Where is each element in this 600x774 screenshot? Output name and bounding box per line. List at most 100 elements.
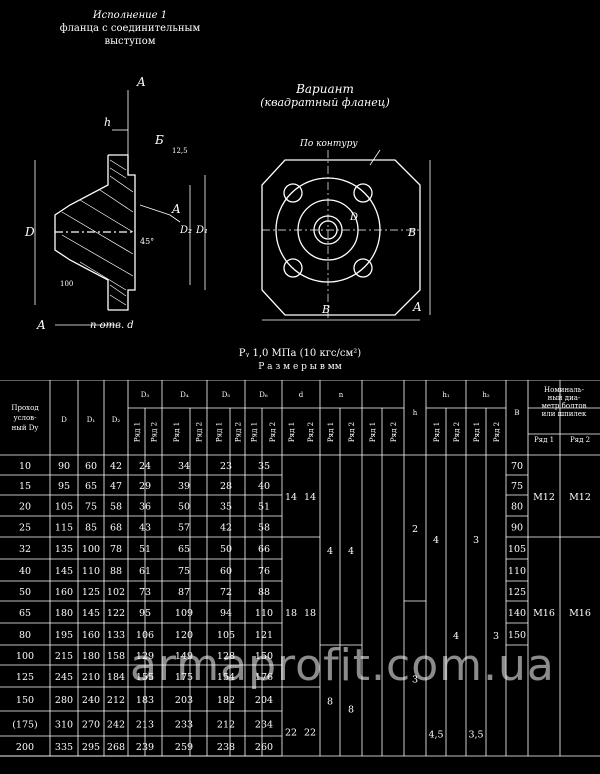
flange-section-outline (108, 154, 136, 311)
label-D2: D₂ (180, 225, 193, 236)
table-row-cell: 94 (220, 608, 232, 619)
header-row-label: Ряд 1 (173, 422, 181, 442)
caption-line1: Исполнение 1 (92, 10, 168, 21)
table-row-cell: 29 (139, 481, 151, 492)
table-row-cell: 58 (258, 523, 270, 534)
table-row-cell: 213 (136, 720, 154, 731)
table-row-cell: 95 (58, 481, 70, 492)
header-B: B (514, 409, 519, 417)
table-row-cell: 150 (255, 651, 273, 662)
h-merged: 3 (412, 675, 418, 686)
table-row-cell: 160 (55, 587, 73, 598)
table-row-cell: 58 (110, 502, 122, 513)
table-row-cell: 32 (19, 544, 31, 555)
table-row-cell: 212 (217, 720, 235, 731)
header-row-label: Ряд 2 (196, 422, 204, 442)
header-row-label: Ряд 2 (390, 422, 398, 442)
B-value: 105 (508, 544, 526, 555)
header-row-label: Ряд 2 (151, 422, 159, 442)
table-row-cell: 238 (217, 742, 235, 753)
table-row-cell: 51 (258, 502, 270, 513)
table-row-cell: 73 (139, 587, 151, 598)
label-100: 100 (60, 280, 74, 288)
table-row-cell: 155 (136, 672, 154, 683)
h2-merged: 3 (473, 535, 479, 546)
table-row-cell: 133 (107, 630, 125, 641)
header-row-label: Ряд 1 (134, 422, 142, 442)
header-row-label: Ряд 1 (369, 422, 377, 442)
h-merged: 2 (412, 524, 418, 535)
table-row-cell: 203 (175, 695, 193, 706)
table-row-cell: 184 (107, 672, 125, 683)
label-A-top: A (137, 75, 146, 89)
B-value: 90 (511, 523, 523, 534)
header-dy: услов- (13, 414, 37, 422)
header-row-label: Ряд 2 (453, 422, 461, 442)
table-row-cell: 68 (110, 523, 122, 534)
table-row-cell: 150 (16, 695, 34, 706)
table-row-cell: 80 (19, 630, 31, 641)
table-row-cell: 110 (82, 566, 100, 577)
table-row-cell: 40 (258, 481, 270, 492)
header-row-label: Ряд 2 (493, 422, 501, 442)
header-d: d (299, 391, 304, 399)
table-row-cell: 145 (82, 608, 100, 619)
table-row-cell: 78 (110, 544, 122, 555)
table-row-cell: 270 (82, 720, 100, 731)
table-row-cell: 180 (82, 651, 100, 662)
n-merged: 8 (327, 697, 333, 708)
table-row-cell: 23 (220, 461, 232, 472)
bolt-merged: M16 (569, 608, 591, 619)
header-row-label: Ряд 1 (251, 422, 259, 442)
B-value: 70 (511, 461, 523, 472)
header-row-label: Ряд 1 (433, 422, 441, 442)
table-row-cell: 106 (136, 630, 154, 641)
table-subtitle: Р а з м е р ы в мм (258, 362, 342, 372)
d-merged: 14 (304, 492, 316, 503)
table-row-cell: 160 (82, 630, 100, 641)
bolt-merged: M12 (569, 492, 591, 503)
table-row-cell: 335 (55, 742, 73, 753)
table-row-cell: 215 (55, 651, 73, 662)
d-merged: 14 (285, 492, 297, 503)
table-row-cell: 110 (255, 608, 273, 619)
table-row-cell: 50 (178, 502, 190, 513)
header-bolt: или шпилек (542, 410, 587, 418)
B-value: 125 (508, 587, 526, 598)
table-row-cell: 310 (55, 720, 73, 731)
table-row-cell: 154 (217, 672, 235, 683)
table-row-cell: 65 (178, 544, 190, 555)
table-row-cell: 34 (178, 461, 190, 472)
table-row-cell: 233 (175, 720, 193, 731)
table-row-cell: 175 (175, 672, 193, 683)
header-D6: D₆ (259, 391, 268, 399)
table-row-cell: 280 (55, 695, 73, 706)
B-value: 150 (508, 630, 526, 641)
header-dy: Проход (11, 404, 39, 412)
table-row-cell: 42 (110, 461, 122, 472)
table-row-cell: 90 (58, 461, 70, 472)
table-row-cell: 129 (136, 651, 154, 662)
header-row-label: Ряд 1 (216, 422, 224, 442)
table-row-cell: 15 (19, 481, 31, 492)
table-row-cell: 60 (85, 461, 97, 472)
header-D3: D₃ (141, 391, 150, 399)
table-row-cell: 66 (258, 544, 270, 555)
table-row-cell: 100 (16, 651, 34, 662)
header-row-label: Ряд 1 (473, 422, 481, 442)
table-row-cell: 51 (139, 544, 151, 555)
table-row-cell: 42 (220, 523, 232, 534)
table-row-cell: 39 (178, 481, 190, 492)
table-row-cell: 234 (255, 720, 273, 731)
table-row-cell: 109 (175, 608, 193, 619)
watermark: armaprofit.com.ua (130, 640, 555, 691)
table-row-cell: (175) (12, 720, 38, 731)
header-D2: D₂ (112, 416, 121, 424)
d-merged: 18 (304, 608, 316, 619)
table-row-cell: 135 (55, 544, 73, 555)
label-holes: n отв. d (90, 320, 134, 331)
table-row-cell: 72 (220, 587, 232, 598)
table-row-cell: 10 (19, 461, 31, 472)
table-row-cell: 102 (107, 587, 125, 598)
